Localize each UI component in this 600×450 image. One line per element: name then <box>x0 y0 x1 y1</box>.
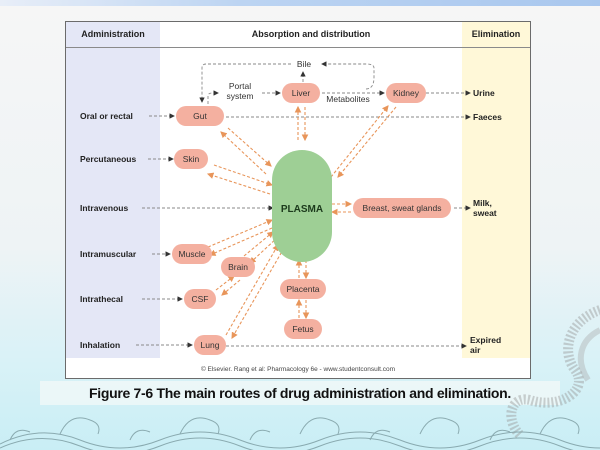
svg-text:Lung: Lung <box>201 340 220 350</box>
arrow-plasma-skin <box>206 172 271 195</box>
elim-milk-line1: Milk, <box>473 198 492 208</box>
node-placenta: Placenta <box>280 279 326 299</box>
route-intravenous: Intravenous <box>80 203 128 213</box>
copyright-credit: © Elsevier. Rang et al: Pharmacology 6e … <box>200 366 396 373</box>
arrow-plasma-gut <box>220 131 267 175</box>
svg-text:Gut: Gut <box>193 111 207 121</box>
arrow-gut-portal <box>207 90 219 104</box>
node-csf: CSF <box>184 289 216 309</box>
top-accent-bar <box>0 0 600 6</box>
elim-expired-line1: Expired <box>470 335 501 345</box>
arrow-muscle-plasma <box>207 219 274 248</box>
metabolites-label: Metabolites <box>326 94 369 104</box>
arrow-metabolites-bile <box>321 61 375 90</box>
arrow-brain-csf <box>221 279 241 296</box>
node-muscle: Muscle <box>172 244 212 264</box>
diagram-figure: Administration Absorption and distributi… <box>65 21 531 379</box>
arrow-lung-plasma <box>225 244 279 336</box>
svg-text:Skin: Skin <box>183 154 200 164</box>
plasma-label: PLASMA <box>281 204 323 215</box>
header-administration: Administration <box>81 29 145 39</box>
plasma-node <box>272 150 332 262</box>
arrow-brain-plasma <box>243 231 274 257</box>
node-skin: Skin <box>174 149 208 169</box>
header-absorption: Absorption and distribution <box>251 29 371 39</box>
svg-text:Breast, sweat glands: Breast, sweat glands <box>363 203 442 213</box>
elimination-column <box>462 22 530 358</box>
portal-label-line1: Portal <box>229 81 251 91</box>
svg-text:Muscle: Muscle <box>179 249 206 259</box>
svg-text:Placenta: Placenta <box>286 284 319 294</box>
arrow-skin-plasma <box>213 164 274 187</box>
node-liver: Liver <box>282 83 320 103</box>
elim-milk-line2: sweat <box>473 208 497 218</box>
node-gut: Gut <box>176 106 224 126</box>
figure-caption: Figure 7-6 The main routes of drug admin… <box>40 381 560 405</box>
dragon-decoration-icon <box>506 305 600 439</box>
portal-label-line2: system <box>227 91 254 101</box>
bile-label: Bile <box>297 59 311 69</box>
arrow-plasma-lung <box>231 247 285 339</box>
svg-text:Brain: Brain <box>228 262 248 272</box>
node-lung: Lung <box>194 335 226 355</box>
arrow-plasma-kidney <box>330 105 389 178</box>
route-intrathecal: Intrathecal <box>80 294 123 304</box>
route-inhalation: Inhalation <box>80 340 120 350</box>
arrow-gut-plasma <box>227 127 272 167</box>
node-fetus: Fetus <box>284 319 322 339</box>
route-percutaneous: Percutaneous <box>80 154 136 164</box>
svg-text:Liver: Liver <box>292 88 311 98</box>
elim-faeces: Faeces <box>473 112 502 122</box>
arrow-csf-brain <box>215 275 235 291</box>
arrow-plasma-muscle <box>208 227 273 256</box>
node-breast-sweat-glands: Breast, sweat glands <box>353 198 451 218</box>
header-row: Administration Absorption and distributi… <box>66 22 530 48</box>
node-brain: Brain <box>221 257 255 277</box>
header-elimination: Elimination <box>471 29 521 39</box>
routes-diagram: PLASMA Gut Liver Kidney Bile Portal syst… <box>80 59 502 355</box>
elim-expired-line2: air <box>470 345 481 355</box>
arrow-plasma-brain <box>249 236 279 264</box>
route-oral-rectal: Oral or rectal <box>80 111 133 121</box>
node-kidney: Kidney <box>386 83 426 103</box>
administration-column <box>66 22 160 358</box>
svg-text:CSF: CSF <box>192 294 209 304</box>
svg-text:Kidney: Kidney <box>393 88 420 98</box>
wave-border-decoration <box>0 417 600 450</box>
arrow-bile-gut <box>199 63 291 103</box>
svg-text:Fetus: Fetus <box>292 324 313 334</box>
elim-urine: Urine <box>473 88 495 98</box>
route-intramuscular: Intramuscular <box>80 249 137 259</box>
arrow-kidney-plasma <box>337 106 397 178</box>
